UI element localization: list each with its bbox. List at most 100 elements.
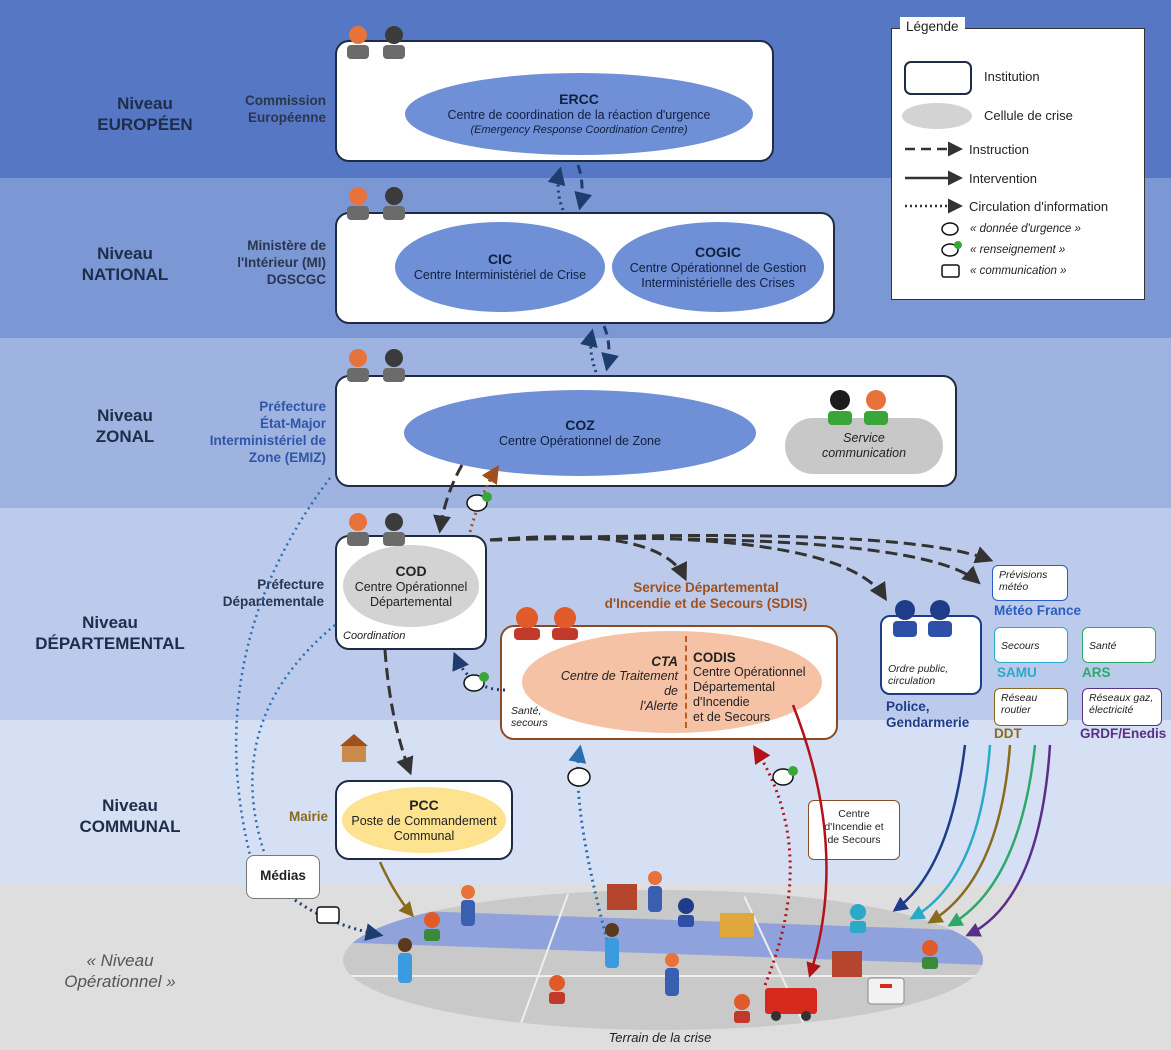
service-ars-name: ARS — [1082, 665, 1111, 680]
service-ars-box: Santé — [1082, 627, 1156, 663]
cell-ercc: ERCC Centre de coordination de la réacti… — [405, 73, 753, 155]
arrow-cod-services — [489, 536, 981, 585]
cell-cod: COD Centre Opérationnel Départemental — [343, 545, 479, 627]
arrow-cogic-coz-instruction — [601, 325, 619, 372]
medic-icon — [850, 904, 866, 933]
firefighter-icon — [734, 994, 750, 1023]
legend-cellule-swatch — [902, 103, 972, 129]
terrain-label: Terrain de la crise — [608, 1030, 712, 1045]
arrow-terrain-cta-info — [568, 744, 609, 941]
codis-label: CODIS Centre Opérationnel Départemental … — [693, 650, 806, 724]
citizen-icon — [605, 923, 619, 968]
bubble-renseignement-icon — [772, 766, 798, 786]
legend-circulation-label: Circulation d'information — [969, 199, 1109, 214]
arrow-pcc-terrain — [378, 861, 414, 918]
police-pair-icon — [893, 600, 952, 637]
firefighter-icon — [549, 975, 565, 1004]
arrow-cod-pcc — [383, 649, 414, 776]
legend-intervention-label: Intervention — [969, 171, 1037, 186]
arrow-police-terrain — [892, 744, 967, 912]
bubble-renseignement-icon — [463, 672, 489, 692]
arrow-ars-terrain — [947, 744, 1037, 927]
arrow-grdf-terrain — [965, 744, 1052, 937]
service-ddt-name: DDT — [994, 726, 1022, 741]
cell-coz: COZ Centre Opérationnel de Zone — [404, 390, 756, 476]
coordination-label: Coordination — [343, 630, 406, 642]
legend-cellule-label: Cellule de crise — [984, 108, 1073, 123]
town-hall-icon — [340, 734, 368, 762]
person-pair-icon — [347, 26, 405, 59]
firefighter-icon — [424, 912, 440, 941]
arrow-ddt-terrain — [927, 744, 1012, 924]
service-grdf-name: GRDF/Enedis — [1080, 726, 1167, 741]
service-samu-box: Secours — [994, 627, 1068, 663]
legend-communication-icon — [941, 264, 960, 278]
arrow-terrain-codis-info — [753, 744, 792, 986]
building-icon — [832, 951, 862, 977]
cell-pcc: PCC Poste de Commandement Communal — [342, 787, 506, 853]
arrow-ercc-cic-instruction — [574, 164, 592, 211]
cell-sdis — [522, 631, 822, 733]
building-icon — [607, 884, 637, 910]
arrow-cod-police — [489, 535, 887, 602]
bubble-renseignement-icon — [466, 492, 492, 512]
arrow-cod-sdis — [489, 535, 687, 582]
citizen-icon — [398, 938, 412, 983]
citizen-icon — [648, 871, 662, 912]
legend-instruction-label: Instruction — [969, 142, 1029, 157]
fire-truck-icon — [765, 988, 817, 1021]
arrow-samu-terrain — [909, 744, 992, 920]
legend-renseignement-label: « renseignement » — [970, 244, 1066, 256]
legend-institution-label: Institution — [984, 69, 1040, 84]
legend-communication-label: « communication » — [970, 265, 1067, 277]
legend-donnee-icon — [941, 222, 959, 236]
legend-title: Légende — [900, 17, 965, 36]
police-officer-icon — [678, 898, 694, 927]
person-pair-icon — [347, 349, 405, 382]
cta-label: CTA Centre de Traitement de l'Alerte — [560, 654, 678, 713]
arrow-cogic-coz-info — [580, 328, 598, 373]
arrow-cod-meteo — [489, 534, 994, 564]
bubble-donnee-urgence-icon — [567, 767, 591, 787]
legend: Légende Institution Cellule de crise Ins… — [891, 17, 1145, 300]
cell-cogic: COGIC Centre Opérationnel de Gestion Int… — [612, 222, 824, 312]
terrain-map — [343, 890, 983, 1030]
police-name: Police,Gendarmerie — [886, 699, 970, 730]
sdis-separator — [685, 636, 687, 728]
arrow-coz-medias — [234, 477, 331, 856]
communication-staff-icon — [828, 390, 888, 425]
legend-donnee-label: « donnée d'urgence » — [970, 223, 1081, 235]
medias-box — [246, 855, 320, 899]
person-pair-icon — [347, 513, 405, 546]
medias-label: Médias — [260, 868, 306, 883]
monument-icon — [720, 913, 754, 937]
ambulance-icon — [867, 977, 905, 1005]
service-grdf-box: Réseaux gaz,électricité — [1082, 688, 1162, 726]
arrow-cod-medias — [251, 624, 336, 856]
sante-secours-label: Santé,secours — [511, 705, 548, 729]
citizen-icon — [665, 953, 679, 996]
label-mairie: Mairie — [288, 809, 328, 824]
arrow-coz-cod — [433, 464, 464, 534]
service-samu-name: SAMU — [997, 665, 1037, 680]
citizen-icon — [461, 885, 475, 926]
arrow-ercc-cic-info — [547, 166, 566, 211]
legend-institution-swatch — [904, 61, 972, 95]
firefighter-pair-icon — [514, 607, 578, 640]
